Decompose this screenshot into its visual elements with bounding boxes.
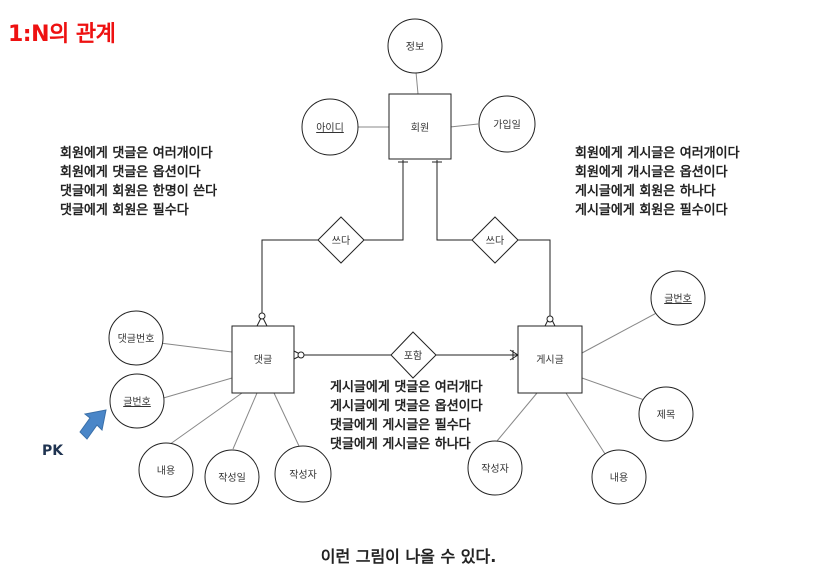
line-member-joindate bbox=[449, 123, 479, 128]
entity-member: 회원 bbox=[388, 93, 452, 160]
attr-post-writer-shape bbox=[467, 440, 523, 496]
note-line: 게시글에게 회원은 필수이다 bbox=[575, 203, 728, 218]
line-comment-no bbox=[159, 342, 233, 353]
relationship-writes-comment: 쓰다 bbox=[317, 216, 365, 264]
note-post-comment: 게시글에게 댓글은 여러개다 게시글에게 댓글은 옵션이다 댓글에게 게시글은 … bbox=[330, 378, 483, 454]
line-member-writes-comment bbox=[364, 160, 404, 241]
entity-post-label: 게시글 bbox=[536, 354, 564, 366]
entity-comment: 댓글 bbox=[231, 325, 295, 394]
note-line: 회원에게 댓글은 옵션이다 bbox=[60, 165, 201, 180]
attr-member-joindate-shape bbox=[478, 95, 536, 153]
line-post-content bbox=[565, 392, 608, 458]
note-line: 게시글에게 회원은 하나다 bbox=[575, 184, 716, 199]
line-post-no bbox=[581, 309, 663, 354]
attribute-shapes bbox=[108, 18, 706, 505]
note-line: 게시글에게 댓글은 여러개다 bbox=[330, 380, 483, 395]
page-title: 1:N의 관계 bbox=[8, 22, 116, 47]
relationship-lines bbox=[256, 160, 556, 361]
marker-post-optional bbox=[546, 315, 554, 323]
attr-comment-date-shape bbox=[204, 449, 260, 505]
attr-comment-no-label: 댓글번호 bbox=[118, 333, 155, 345]
note-line: 게시글에게 댓글은 옵션이다 bbox=[330, 399, 483, 414]
pk-arrow-icon bbox=[79, 409, 107, 440]
marker-includes-optional bbox=[297, 351, 305, 359]
attr-comment-postno-shape bbox=[109, 373, 165, 429]
note-post-member: 회원에게 게시글은 여러개이다 회원에게 개시글은 옵션이다 게시글에게 회원은… bbox=[575, 144, 740, 220]
entity-post: 게시글 bbox=[517, 325, 583, 394]
attribute-lines bbox=[159, 71, 663, 458]
attr-post-writer-label: 작성자 bbox=[481, 463, 509, 475]
line-member-writes-post bbox=[436, 160, 472, 241]
attr-comment-writer-label: 작성자 bbox=[289, 469, 317, 481]
attr-member-id-shape bbox=[301, 98, 359, 156]
line-comment-writer bbox=[273, 392, 300, 447]
note-comment-member: 회원에게 댓글은 여러개이다 회원에게 댓글은 옵션이다 댓글에게 회원은 한명… bbox=[60, 144, 217, 220]
line-comment-content bbox=[165, 392, 243, 448]
relationship-writes-comment-shape bbox=[317, 216, 365, 264]
line-comment-date bbox=[232, 392, 258, 450]
attr-comment-writer-shape bbox=[274, 445, 332, 503]
entity-post-box bbox=[517, 325, 583, 394]
note-line: 회원에게 개시글은 옵션이다 bbox=[575, 165, 728, 180]
note-line: 댓글에게 게시글은 하나다 bbox=[330, 437, 471, 452]
entity-comment-label: 댓글 bbox=[254, 354, 272, 366]
relationship-writes-post: 쓰다 bbox=[471, 216, 519, 264]
attr-member-joindate-label: 가입일 bbox=[493, 118, 521, 131]
caption: 이런 그림이 나올 수 있다. bbox=[320, 547, 497, 566]
entity-comment-box bbox=[231, 325, 295, 394]
attr-member-info-label: 정보 bbox=[406, 41, 424, 53]
relationship-includes: 포함 bbox=[390, 331, 437, 379]
line-member-info bbox=[415, 71, 419, 95]
attr-member-info-shape bbox=[387, 18, 443, 74]
attr-comment-content-shape bbox=[138, 442, 194, 498]
attr-post-no-shape bbox=[650, 270, 706, 326]
attr-comment-no-shape bbox=[108, 310, 164, 366]
attr-post-content-label: 내용 bbox=[610, 472, 628, 484]
marker-comment-optional bbox=[258, 312, 266, 320]
line-writes-post-to-post bbox=[518, 239, 551, 316]
attr-post-title-shape bbox=[638, 386, 694, 442]
note-line: 회원에게 게시글은 여러개이다 bbox=[575, 146, 740, 161]
line-post-writer bbox=[496, 392, 538, 442]
attr-post-content-shape bbox=[591, 449, 647, 505]
line-writes-comment-to-comment bbox=[261, 239, 318, 314]
note-line: 회원에게 댓글은 여러개이다 bbox=[60, 146, 213, 161]
relationship-includes-label: 포함 bbox=[404, 350, 422, 362]
attr-post-no-label: 글번호 bbox=[664, 293, 692, 305]
attr-member-id-label: 아이디 bbox=[316, 122, 344, 134]
pk-label: PK bbox=[42, 443, 64, 459]
attr-comment-content-label: 내용 bbox=[157, 465, 175, 477]
entity-member-label: 회원 bbox=[411, 122, 429, 134]
note-line: 댓글에게 게시글은 필수다 bbox=[330, 418, 471, 433]
attr-comment-postno-label: 글번호 bbox=[123, 396, 151, 408]
optional-circles bbox=[258, 312, 554, 359]
relationship-writes-post-label: 쓰다 bbox=[486, 235, 504, 247]
entity-member-box bbox=[388, 93, 452, 160]
line-comment-postno bbox=[159, 377, 233, 400]
attr-comment-date-label: 작성일 bbox=[218, 472, 246, 484]
relationship-writes-comment-label: 쓰다 bbox=[332, 235, 350, 247]
relationship-writes-post-shape bbox=[471, 216, 519, 264]
note-line: 댓글에게 회원은 필수다 bbox=[60, 203, 189, 218]
attribute-labels: 정보 아이디 가입일 댓글번호 글번호 내용 작성일 작성자 글번호 제목 내용… bbox=[118, 41, 692, 484]
relationship-includes-shape bbox=[390, 331, 437, 379]
note-line: 댓글에게 회원은 한명이 쓴다 bbox=[60, 184, 218, 199]
attr-post-title-label: 제목 bbox=[657, 409, 675, 421]
line-post-title bbox=[581, 377, 651, 403]
